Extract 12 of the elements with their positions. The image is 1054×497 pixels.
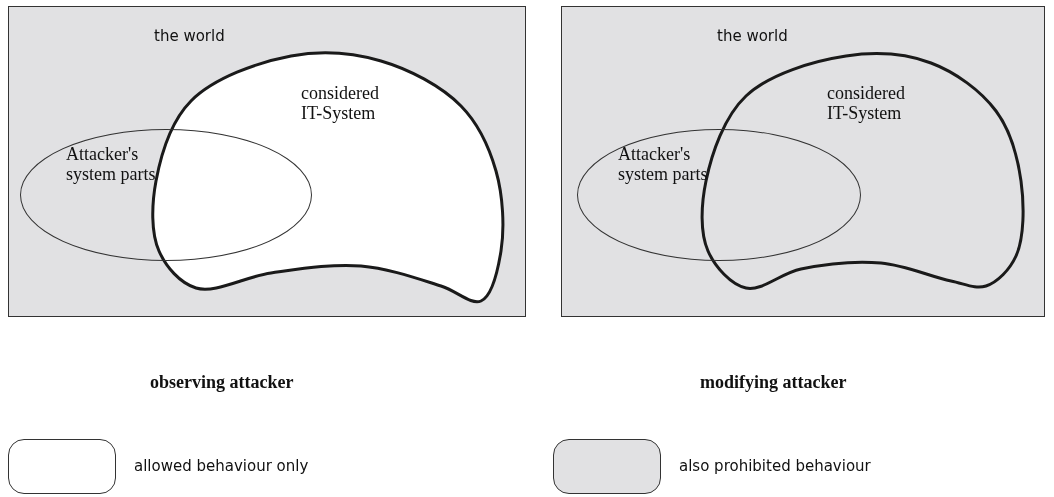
panel-title: the world	[154, 27, 225, 45]
region-label: considered IT-System	[827, 83, 906, 123]
panel-caption: observing attacker	[150, 372, 294, 392]
panel-title: the world	[717, 27, 788, 45]
region-label: Attacker's system parts	[66, 144, 157, 184]
legend-label: also prohibited behaviour	[679, 457, 871, 475]
region-label: Attacker's system parts	[618, 144, 709, 184]
legend-label: allowed behaviour only	[134, 457, 309, 475]
region-label: considered IT-System	[301, 83, 380, 123]
world-panel	[8, 6, 526, 317]
panel-caption: modifying attacker	[700, 372, 847, 392]
world-panel	[561, 6, 1045, 317]
